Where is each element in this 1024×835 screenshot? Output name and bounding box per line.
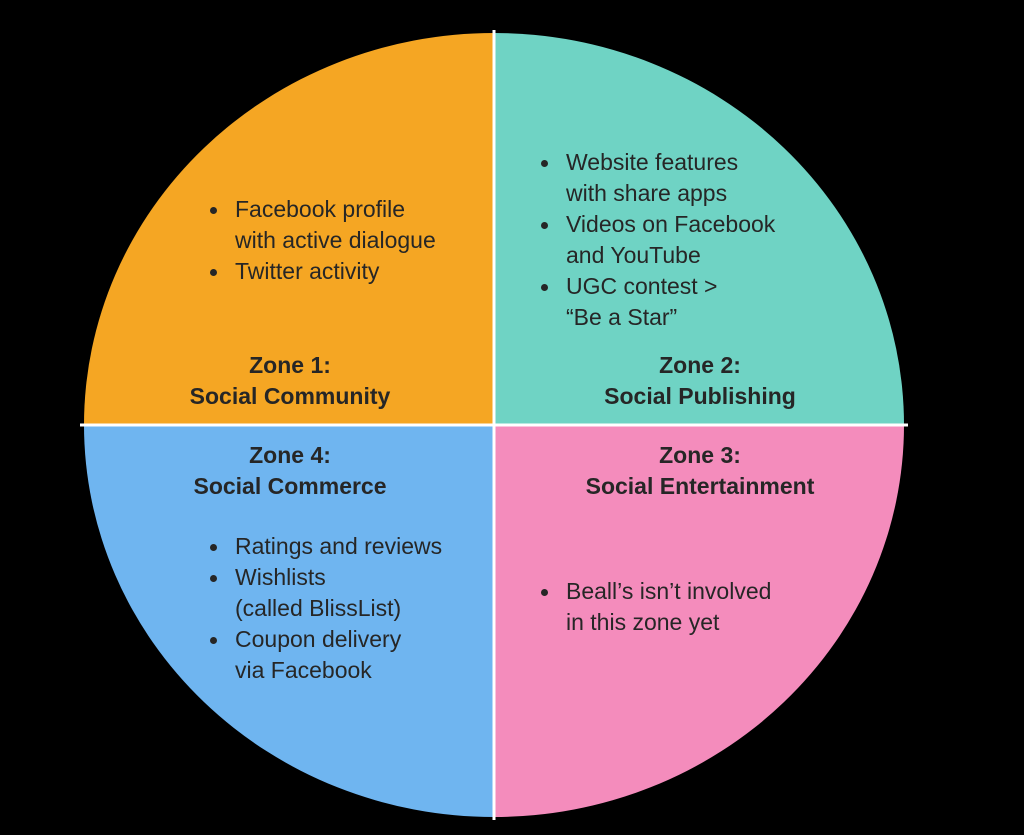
- zone-3-quadrant: [494, 425, 904, 817]
- zone-4-item: Wishlists(called BlissList): [209, 562, 442, 624]
- zone-1-title: Zone 1: Social Community: [189, 352, 391, 409]
- zone-2-title: Zone 2: Social Publishing: [604, 352, 796, 409]
- zone-1-quadrant: [84, 33, 494, 425]
- zone-1-item: Twitter activity: [210, 256, 436, 287]
- zone-3-title: Zone 3: Social Entertainment: [585, 442, 815, 499]
- zone-2-quadrant: [494, 33, 904, 425]
- zone-4-quadrant: [84, 425, 494, 817]
- zone-4-item: Ratings and reviews: [209, 531, 442, 562]
- zone-4-bullets: Ratings and reviews Wishlists(called Bli…: [205, 531, 442, 686]
- zone-2-item: UGC contest >“Be a Star”: [540, 271, 775, 333]
- zone-4-title: Zone 4: Social Commerce: [193, 442, 387, 499]
